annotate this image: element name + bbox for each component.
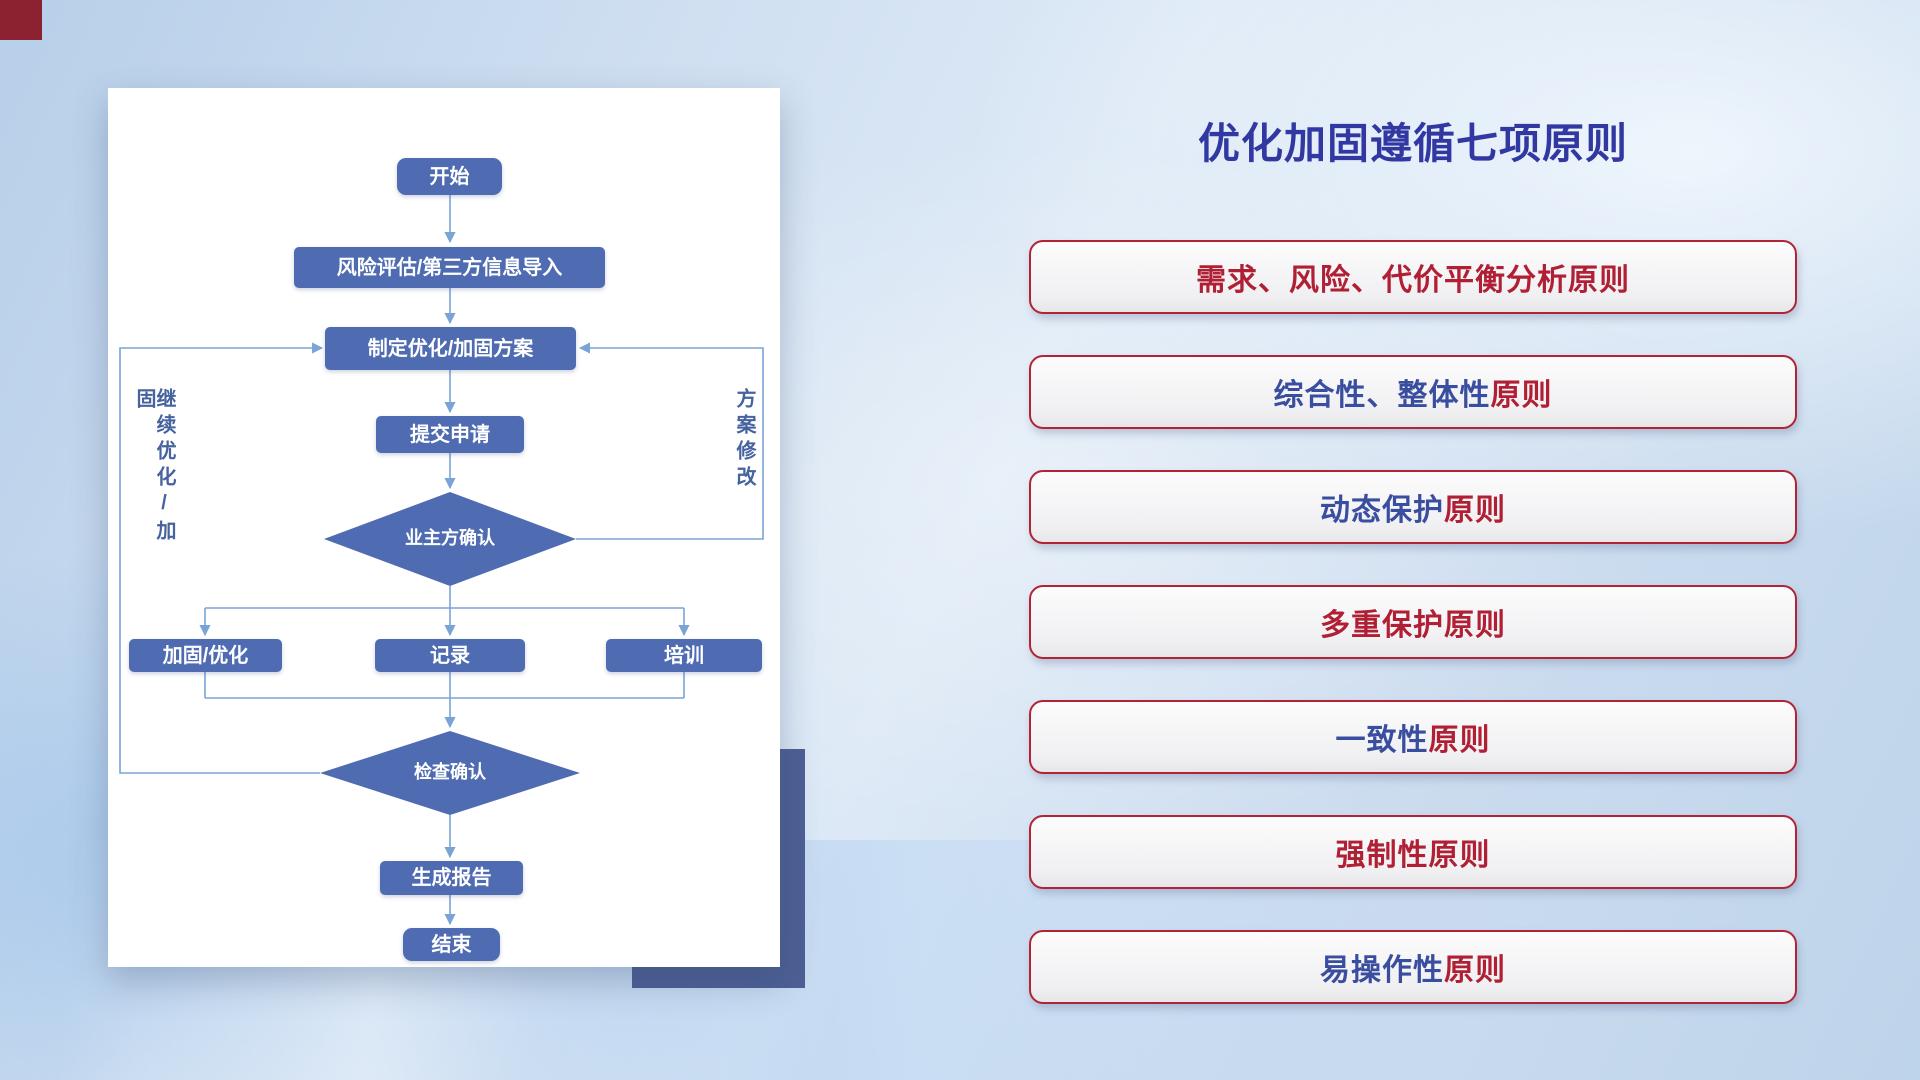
principle-box-1: 需求、风险、代价平衡分析原则 bbox=[1029, 240, 1797, 314]
corner-accent-square bbox=[0, 0, 42, 40]
principle-box-3: 动态保护原则 bbox=[1029, 470, 1797, 544]
principle-text: 需求、风险、代价平衡分析原则 bbox=[1196, 264, 1630, 297]
flow-node-make-plan: 制定优化/加固方案 bbox=[325, 327, 576, 370]
principle-text: 原则 bbox=[1428, 724, 1491, 757]
principle-text: 多重保护原则 bbox=[1320, 609, 1506, 642]
principle-box-6: 强制性原则 bbox=[1029, 815, 1797, 889]
principle-box-7: 易操作性原则 bbox=[1029, 930, 1797, 1004]
loop-label-continue-optimize: 继续优化/加固 bbox=[133, 388, 175, 546]
principle-text: 原则 bbox=[1444, 954, 1506, 987]
flow-node-risk-import: 风险评估/第三方信息导入 bbox=[294, 247, 605, 288]
loop-label-plan-modify: 方案修改 bbox=[733, 388, 755, 492]
principle-text: 原则 bbox=[1490, 379, 1553, 412]
principle-box-4: 多重保护原则 bbox=[1029, 585, 1797, 659]
flow-node-record: 记录 bbox=[375, 639, 525, 672]
principle-text: 综合性、整体性 bbox=[1273, 379, 1491, 412]
flow-node-training: 培训 bbox=[606, 639, 762, 672]
principle-box-2: 综合性、整体性原则 bbox=[1029, 355, 1797, 429]
flow-node-end: 结束 bbox=[403, 928, 500, 961]
principle-box-5: 一致性原则 bbox=[1029, 700, 1797, 774]
principle-text: 动态保护 bbox=[1320, 494, 1444, 527]
principle-text: 强制性原则 bbox=[1335, 839, 1491, 872]
principle-text: 一致性 bbox=[1335, 724, 1429, 757]
flow-node-reinforce: 加固/优化 bbox=[129, 639, 282, 672]
flowchart-connectors bbox=[119, 195, 764, 926]
flow-node-start: 开始 bbox=[397, 158, 502, 195]
flow-node-report: 生成报告 bbox=[380, 861, 523, 895]
principles-list: 需求、风险、代价平衡分析原则综合性、整体性原则动态保护原则多重保护原则一致性原则… bbox=[1029, 240, 1797, 1004]
principle-text: 易操作性 bbox=[1320, 954, 1444, 987]
principle-text: 原则 bbox=[1444, 494, 1506, 527]
flow-node-submit-request: 提交申请 bbox=[376, 416, 524, 453]
page-title: 优化加固遵循七项原则 bbox=[1197, 120, 1628, 167]
flowchart-card: 开始 风险评估/第三方信息导入 制定优化/加固方案 提交申请 业主方确认 加固/… bbox=[108, 88, 780, 967]
